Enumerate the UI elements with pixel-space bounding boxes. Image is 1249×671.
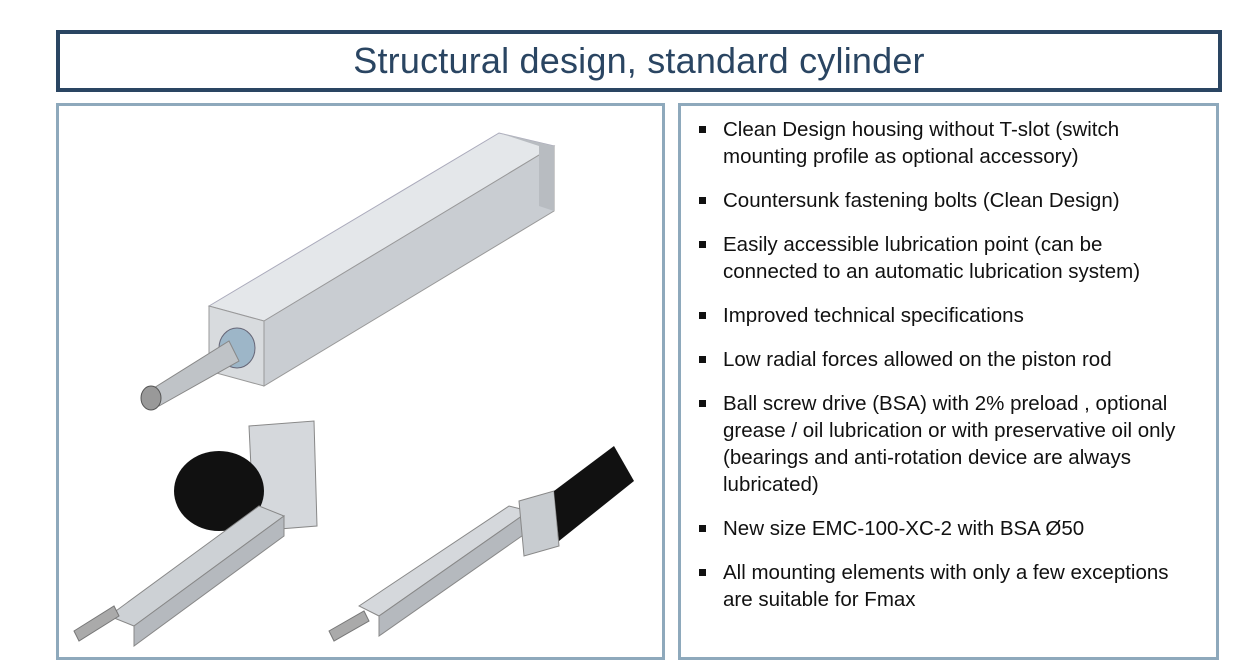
bullet-icon [699, 241, 706, 248]
list-item: New size EMC-100-XC-2 with BSA Ø50 [699, 515, 1196, 542]
slide-title: Structural design, standard cylinder [353, 40, 925, 81]
list-item: All mounting elements with only a few ex… [699, 559, 1196, 613]
bullet-icon [699, 525, 706, 532]
features-panel: Clean Design housing without T-slot (swi… [678, 103, 1219, 660]
list-item: Ball screw drive (BSA) with 2% preload ,… [699, 390, 1196, 498]
bullet-text: Low radial forces allowed on the piston … [723, 348, 1112, 371]
list-item: Low radial forces allowed on the piston … [699, 346, 1196, 373]
bullet-text: New size EMC-100-XC-2 with BSA Ø50 [723, 517, 1085, 540]
bullet-icon [699, 356, 706, 363]
motor-cylinder-image-2 [328, 446, 634, 642]
bullet-icon [699, 569, 706, 576]
bullet-text: Improved technical specifications [723, 304, 1024, 327]
bullet-icon [699, 400, 706, 407]
bullet-icon [699, 126, 706, 133]
list-item: Clean Design housing without T-slot (swi… [699, 116, 1196, 170]
standard-cylinder-image [140, 132, 556, 411]
motor-cylinder-image-1 [73, 420, 318, 647]
bullet-text: All mounting elements with only a few ex… [723, 561, 1169, 611]
bullet-text: Countersunk fastening bolts (Clean Desig… [723, 189, 1120, 212]
title-box: Structural design, standard cylinder [56, 30, 1222, 92]
bullet-text: Easily accessible lubrication point (can… [723, 233, 1141, 283]
list-item: Easily accessible lubrication point (can… [699, 231, 1196, 285]
bullet-text: Clean Design housing without T-slot (swi… [723, 118, 1120, 168]
bullet-icon [699, 312, 706, 319]
list-item: Improved technical specifications [699, 302, 1196, 329]
bullet-icon [699, 197, 706, 204]
list-item: Countersunk fastening bolts (Clean Desig… [699, 187, 1196, 214]
feature-list: Clean Design housing without T-slot (swi… [681, 106, 1216, 613]
bullet-text: Ball screw drive (BSA) with 2% preload ,… [723, 392, 1176, 496]
cylinder-illustrations [73, 132, 634, 647]
image-panel [56, 103, 665, 660]
